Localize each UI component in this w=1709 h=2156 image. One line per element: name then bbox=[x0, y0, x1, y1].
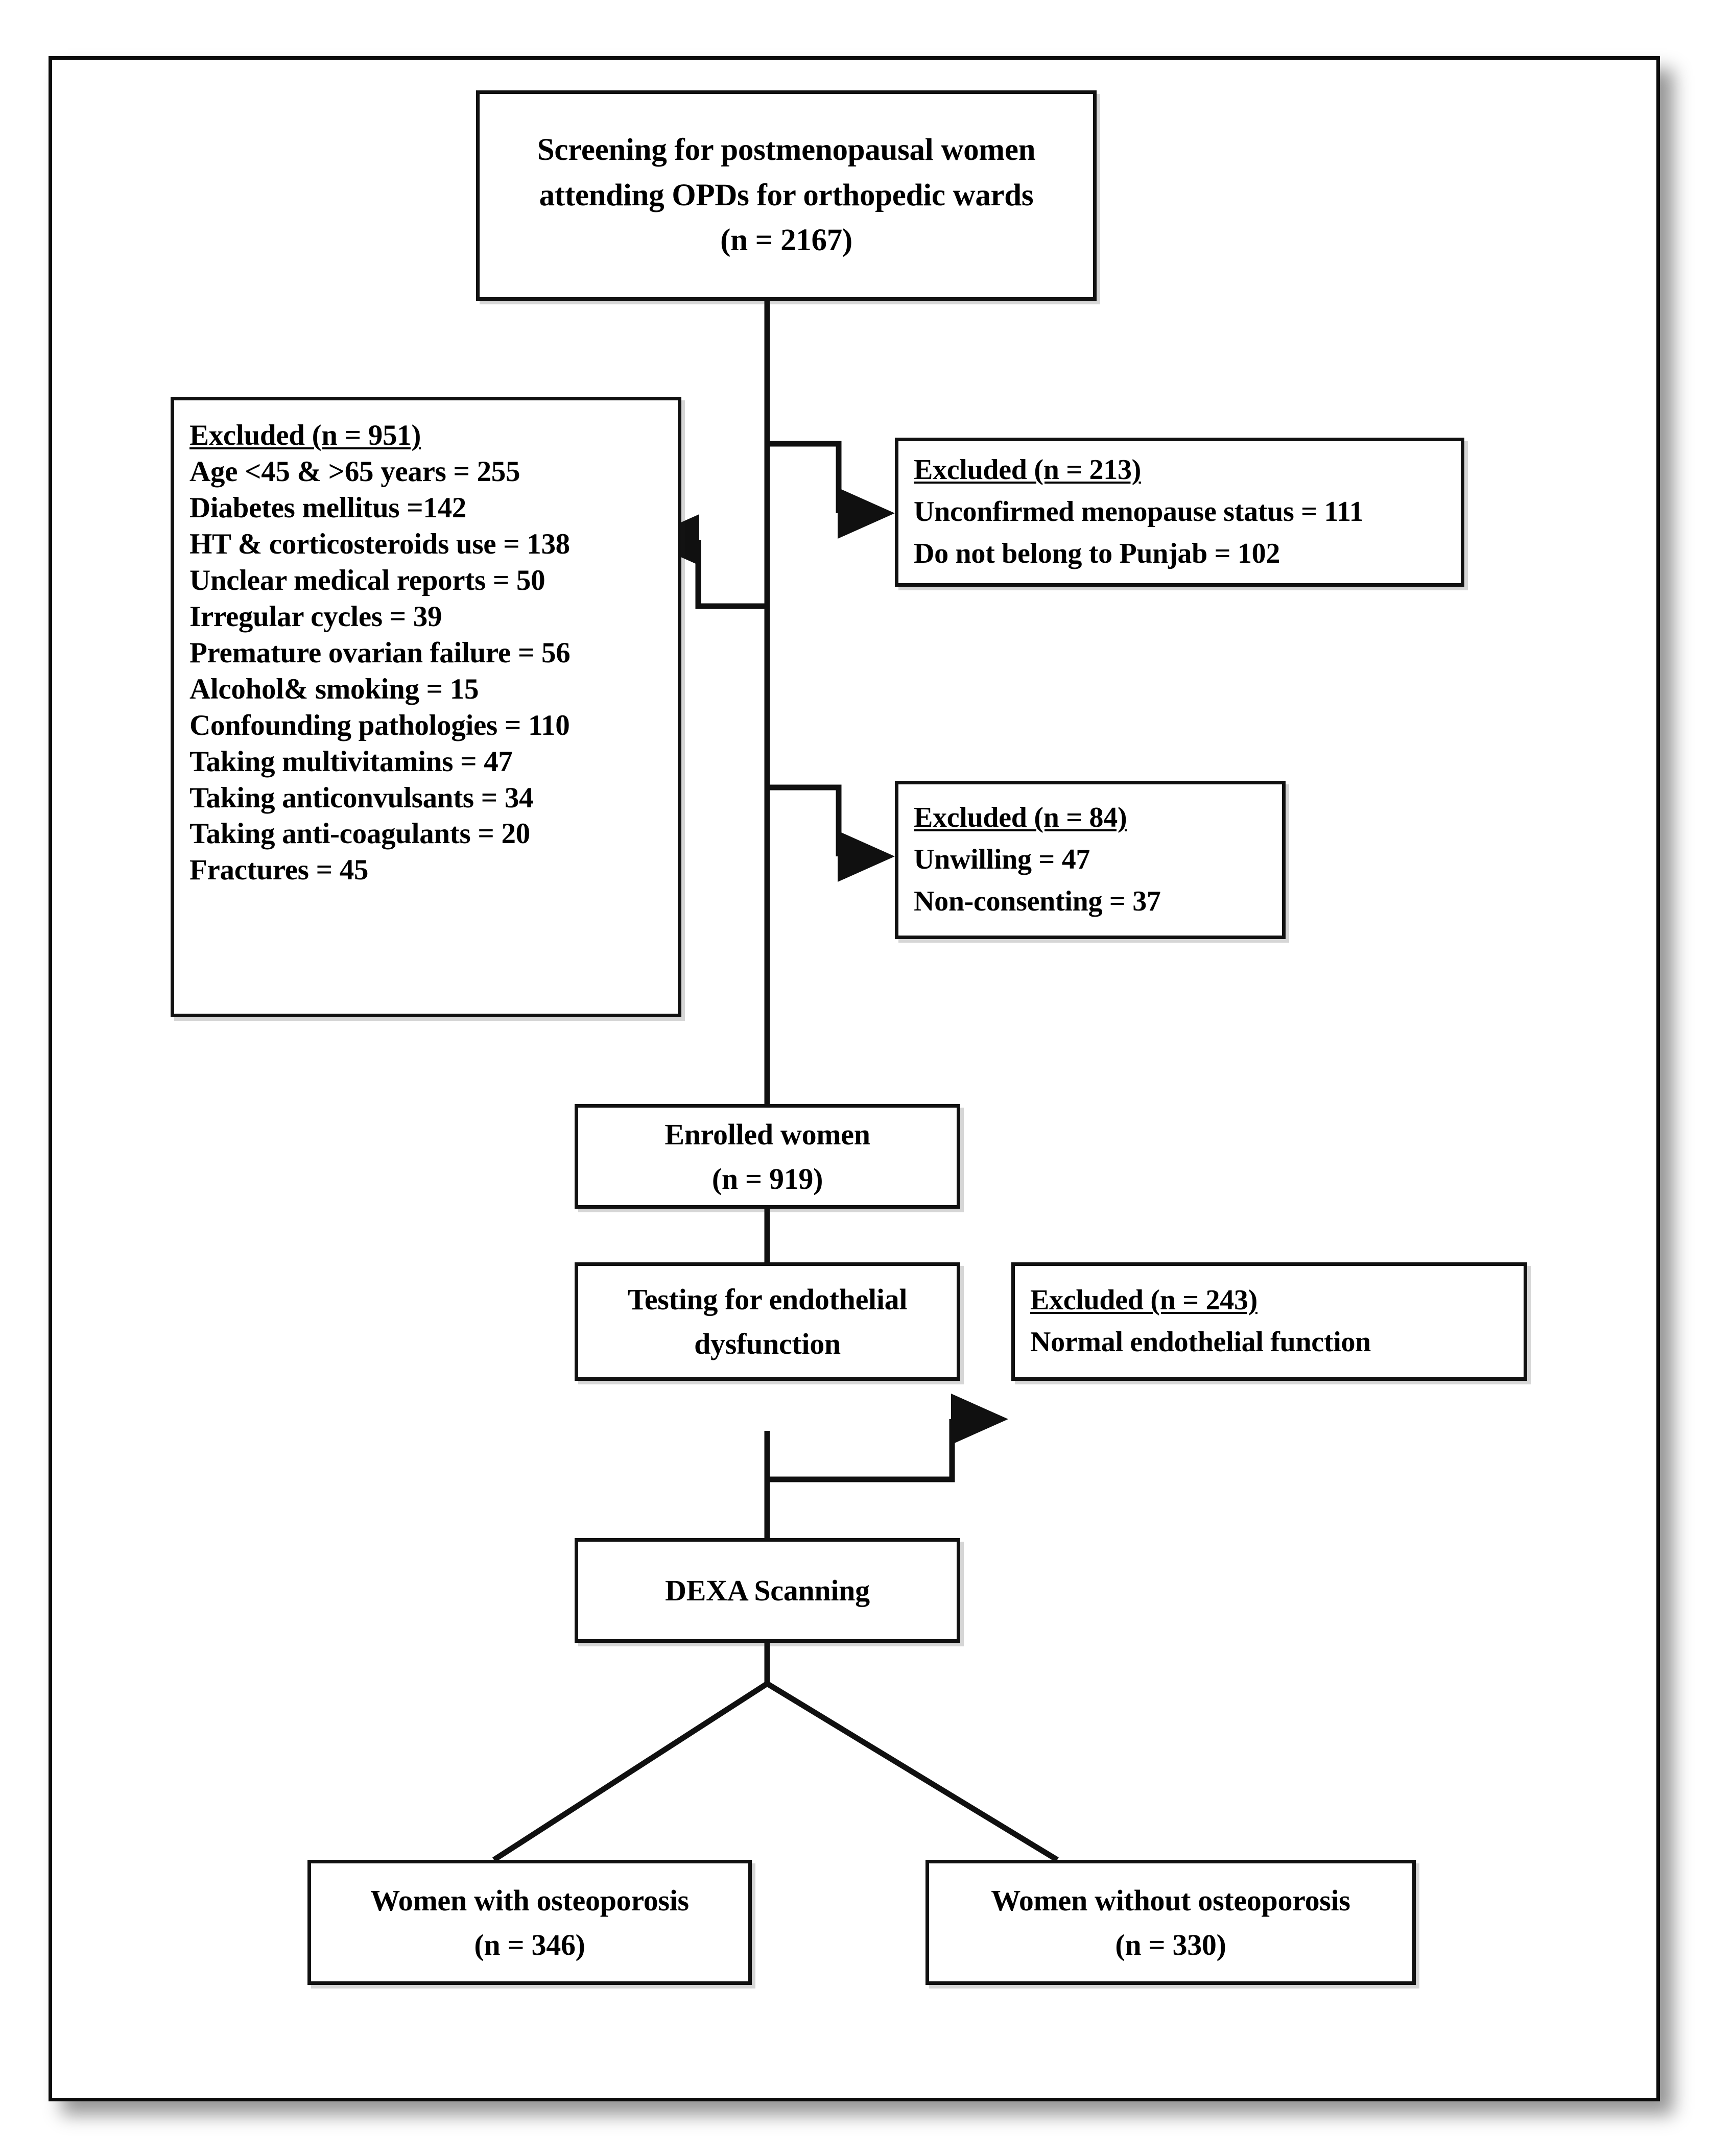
excluded-951-item-4: Irregular cycles = 39 bbox=[189, 600, 442, 633]
screening-line-1: Screening for postmenopausal women bbox=[537, 133, 1036, 167]
box-women-with-osteoporosis: Women with osteoporosis (n = 346) bbox=[307, 1860, 752, 1985]
branch-to-excluded-951 bbox=[695, 540, 767, 609]
excluded-84-heading: Excluded (n = 84) bbox=[914, 802, 1127, 834]
box-excluded-243: Excluded (n = 243) Normal endothelial fu… bbox=[1011, 1262, 1527, 1381]
excluded-951-item-7: Confounding pathologies = 110 bbox=[189, 709, 570, 741]
box-enrolled-women: Enrolled women (n = 919) bbox=[575, 1104, 960, 1209]
excluded-951-item-10: Taking anti-coagulants = 20 bbox=[189, 818, 530, 850]
box-excluded-951: Excluded (n = 951) Age <45 & >65 years =… bbox=[171, 397, 681, 1017]
testing-line-1: Testing for endothelial bbox=[627, 1283, 908, 1316]
enrolled-line-2: (n = 919) bbox=[711, 1162, 823, 1195]
with-osteoporosis-line-2: (n = 346) bbox=[474, 1928, 585, 1961]
excluded-213-item-1: Do not belong to Punjab = 102 bbox=[914, 537, 1280, 569]
enrolled-line-1: Enrolled women bbox=[664, 1117, 870, 1151]
excluded-951-item-11: Fractures = 45 bbox=[189, 854, 369, 887]
box-women-without-osteoporosis: Women without osteoporosis (n = 330) bbox=[925, 1860, 1416, 1985]
excluded-243-heading: Excluded (n = 243) bbox=[1030, 1284, 1258, 1316]
excluded-951-item-8: Taking multivitamins = 47 bbox=[189, 745, 513, 778]
excluded-951-item-0: Age <45 & >65 years = 255 bbox=[189, 455, 520, 488]
excluded-951-item-9: Taking anticonvulsants = 34 bbox=[189, 781, 534, 814]
box-excluded-84: Excluded (n = 84) Unwilling = 47 Non-con… bbox=[895, 781, 1286, 939]
branch-to-excluded-213 bbox=[767, 441, 842, 513]
without-osteoporosis-line-1: Women without osteoporosis bbox=[991, 1883, 1350, 1917]
split-leg-left bbox=[492, 1681, 769, 1862]
excluded-951-item-1: Diabetes mellitus =142 bbox=[189, 491, 466, 524]
screening-line-3: (n = 2167) bbox=[720, 223, 852, 258]
without-osteoporosis-line-2: (n = 330) bbox=[1115, 1928, 1226, 1961]
excluded-213-heading: Excluded (n = 213) bbox=[914, 454, 1142, 486]
arrowhead-excluded-243 bbox=[951, 1394, 1008, 1445]
branch-to-excluded-84 bbox=[767, 784, 842, 856]
excluded-951-item-2: HT & corticosteroids use = 138 bbox=[189, 528, 570, 560]
screening-line-2: attending OPDs for orthopedic wards bbox=[539, 178, 1034, 212]
arrowhead-excluded-84 bbox=[838, 831, 895, 882]
split-leg-right bbox=[766, 1681, 1059, 1862]
with-osteoporosis-line-1: Women with osteoporosis bbox=[370, 1883, 689, 1917]
excluded-213-item-0: Unconfirmed menopause status = 111 bbox=[914, 496, 1364, 528]
excluded-84-item-0: Unwilling = 47 bbox=[914, 844, 1090, 876]
connector-layer bbox=[492, 300, 1059, 1862]
box-screening: Screening for postmenopausal women atten… bbox=[476, 90, 1097, 301]
excluded-84-item-1: Non-consenting = 37 bbox=[914, 885, 1161, 917]
excluded-951-heading: Excluded (n = 951) bbox=[189, 419, 421, 451]
dexa-line-1: DEXA Scanning bbox=[665, 1574, 870, 1607]
excluded-951-item-5: Premature ovarian failure = 56 bbox=[189, 636, 571, 669]
box-excluded-213: Excluded (n = 213) Unconfirmed menopause… bbox=[895, 438, 1464, 587]
arrowhead-excluded-213 bbox=[838, 488, 895, 539]
box-dexa-scanning: DEXA Scanning bbox=[575, 1538, 960, 1643]
excluded-243-item-0: Normal endothelial function bbox=[1030, 1326, 1371, 1358]
branch-to-excluded-243 bbox=[764, 1419, 955, 1482]
testing-line-2: dysfunction bbox=[694, 1327, 841, 1360]
document-frame: Screening for postmenopausal women atten… bbox=[49, 56, 1660, 2101]
excluded-951-item-3: Unclear medical reports = 50 bbox=[189, 564, 545, 596]
excluded-951-item-6: Alcohol& smoking = 15 bbox=[189, 673, 479, 705]
box-testing-endothelial-dysfunction: Testing for endothelial dysfunction bbox=[575, 1262, 960, 1381]
